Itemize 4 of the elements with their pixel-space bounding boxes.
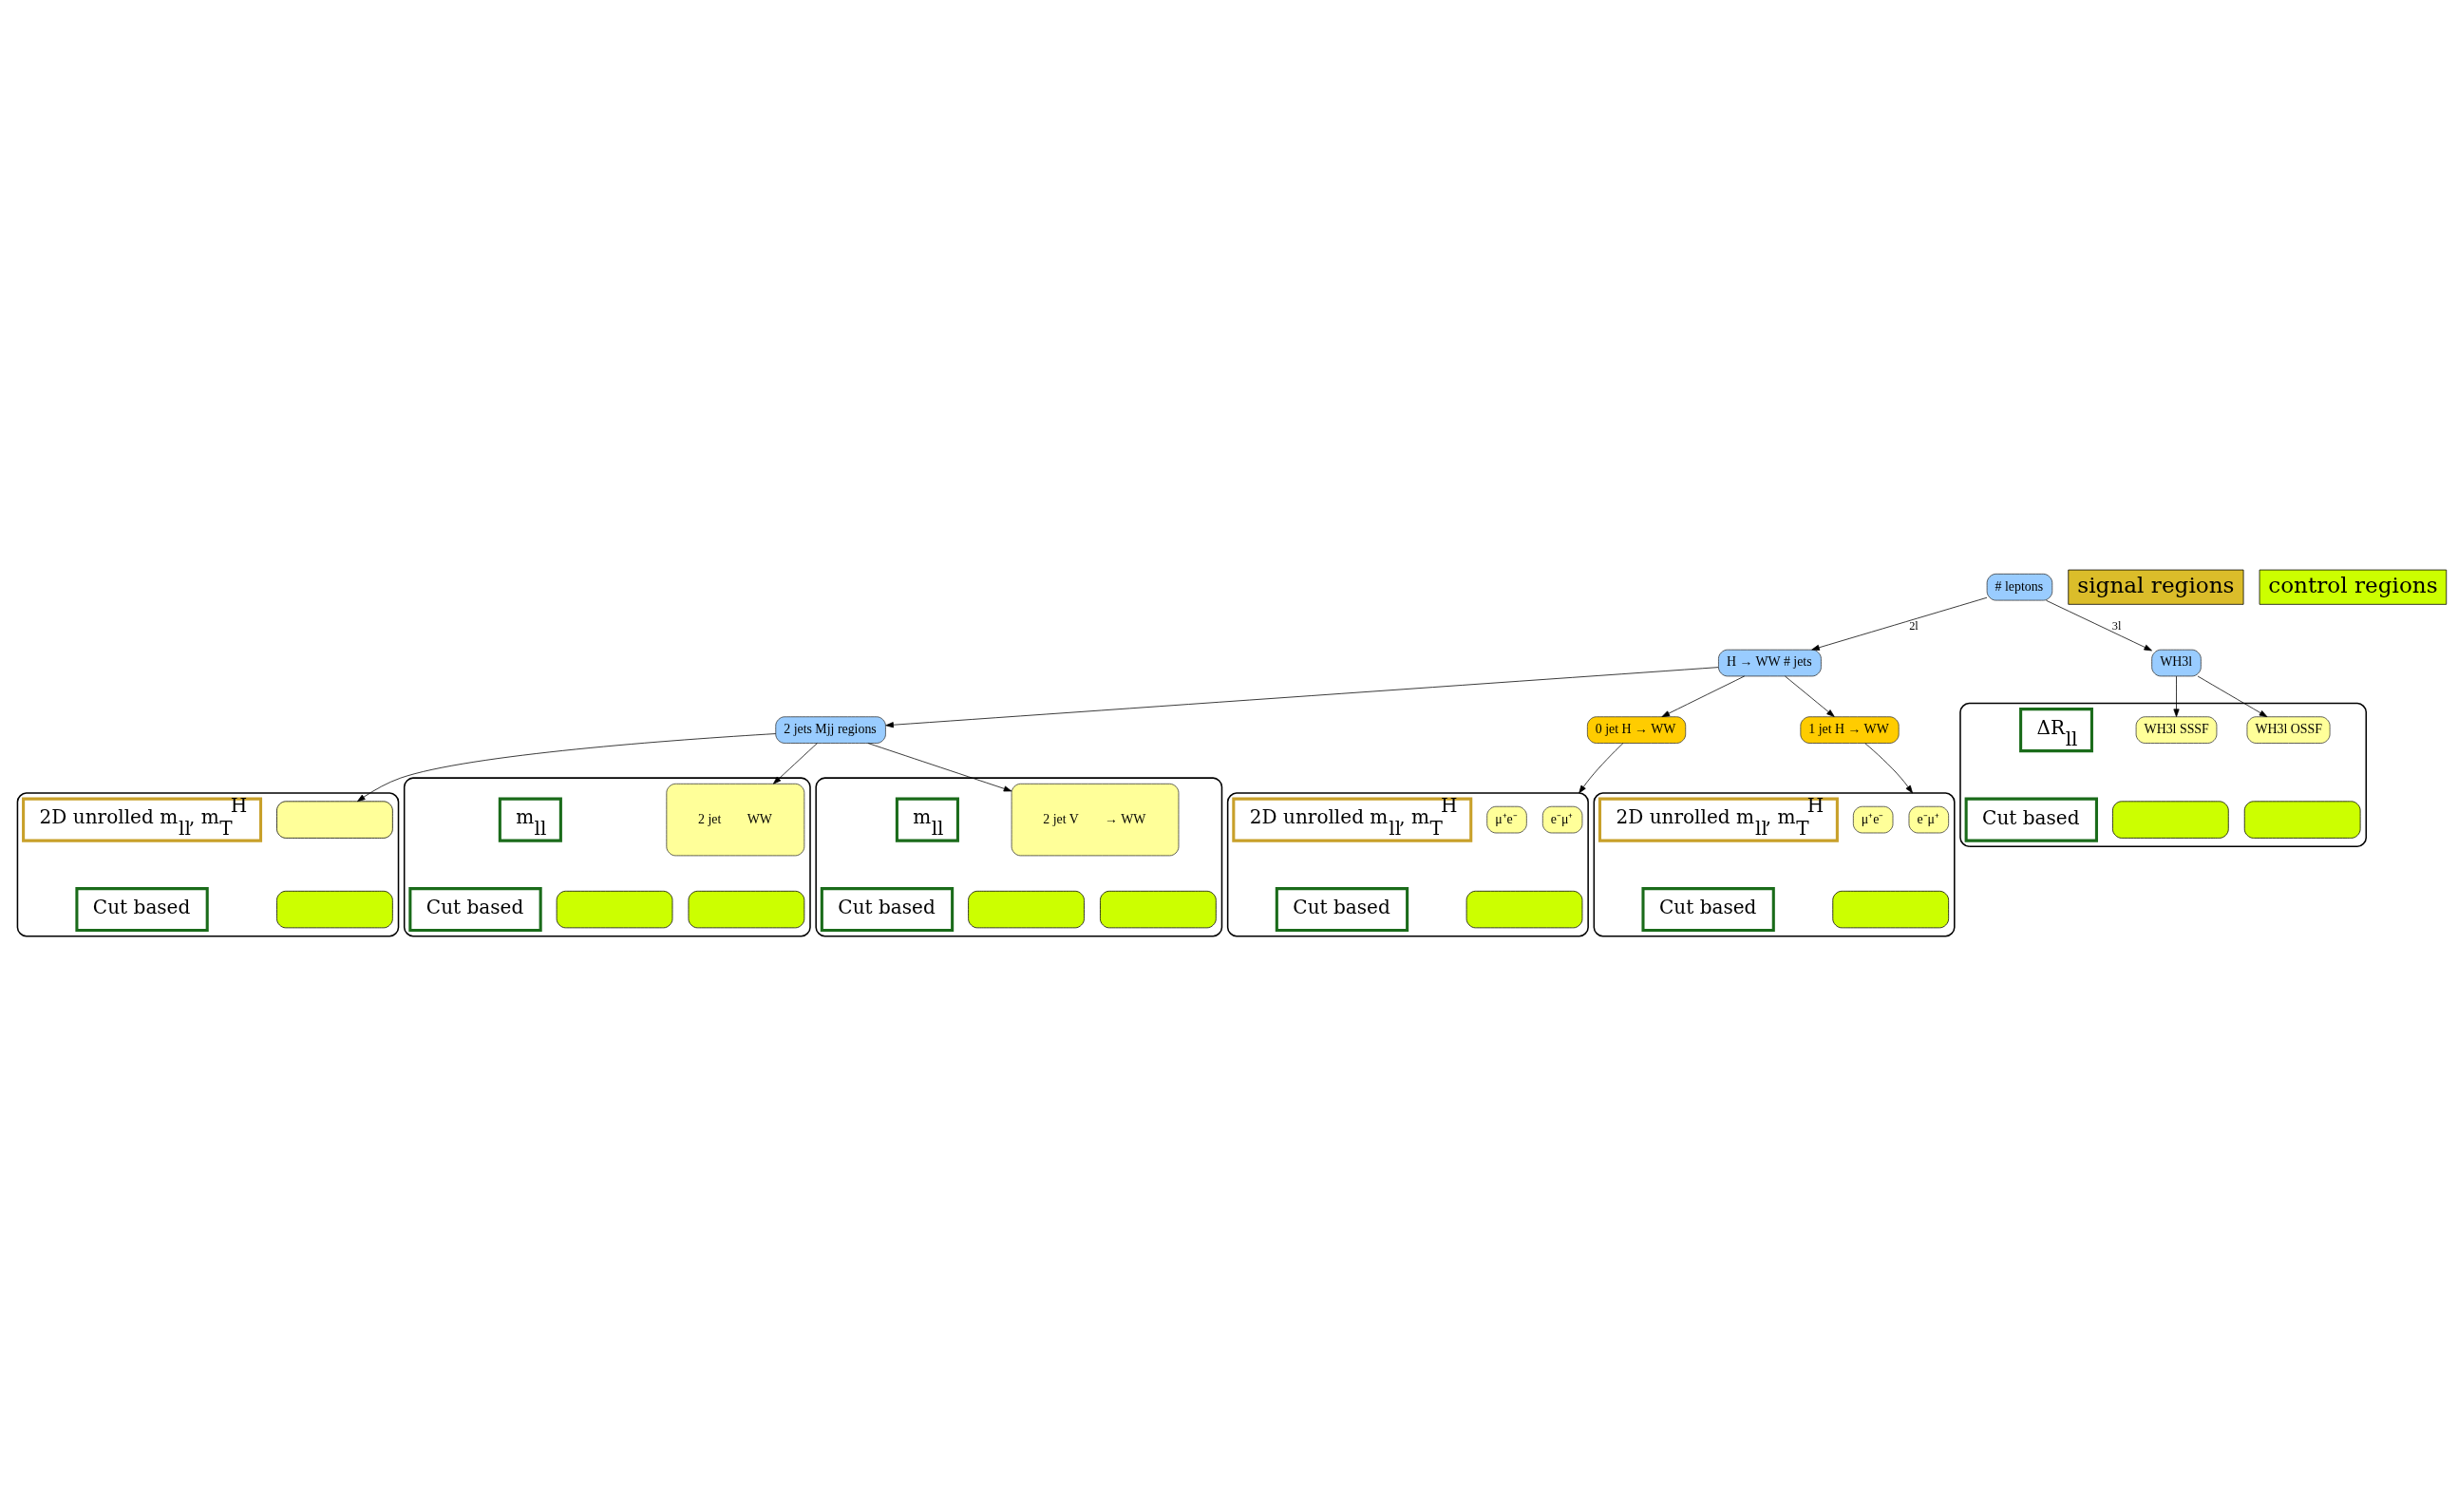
edge-label: 2l [1909,619,1919,633]
legend-label: control regions [2268,573,2438,597]
legend-label: signal regions [2077,573,2235,597]
edge-label: 3l [2111,619,2122,633]
